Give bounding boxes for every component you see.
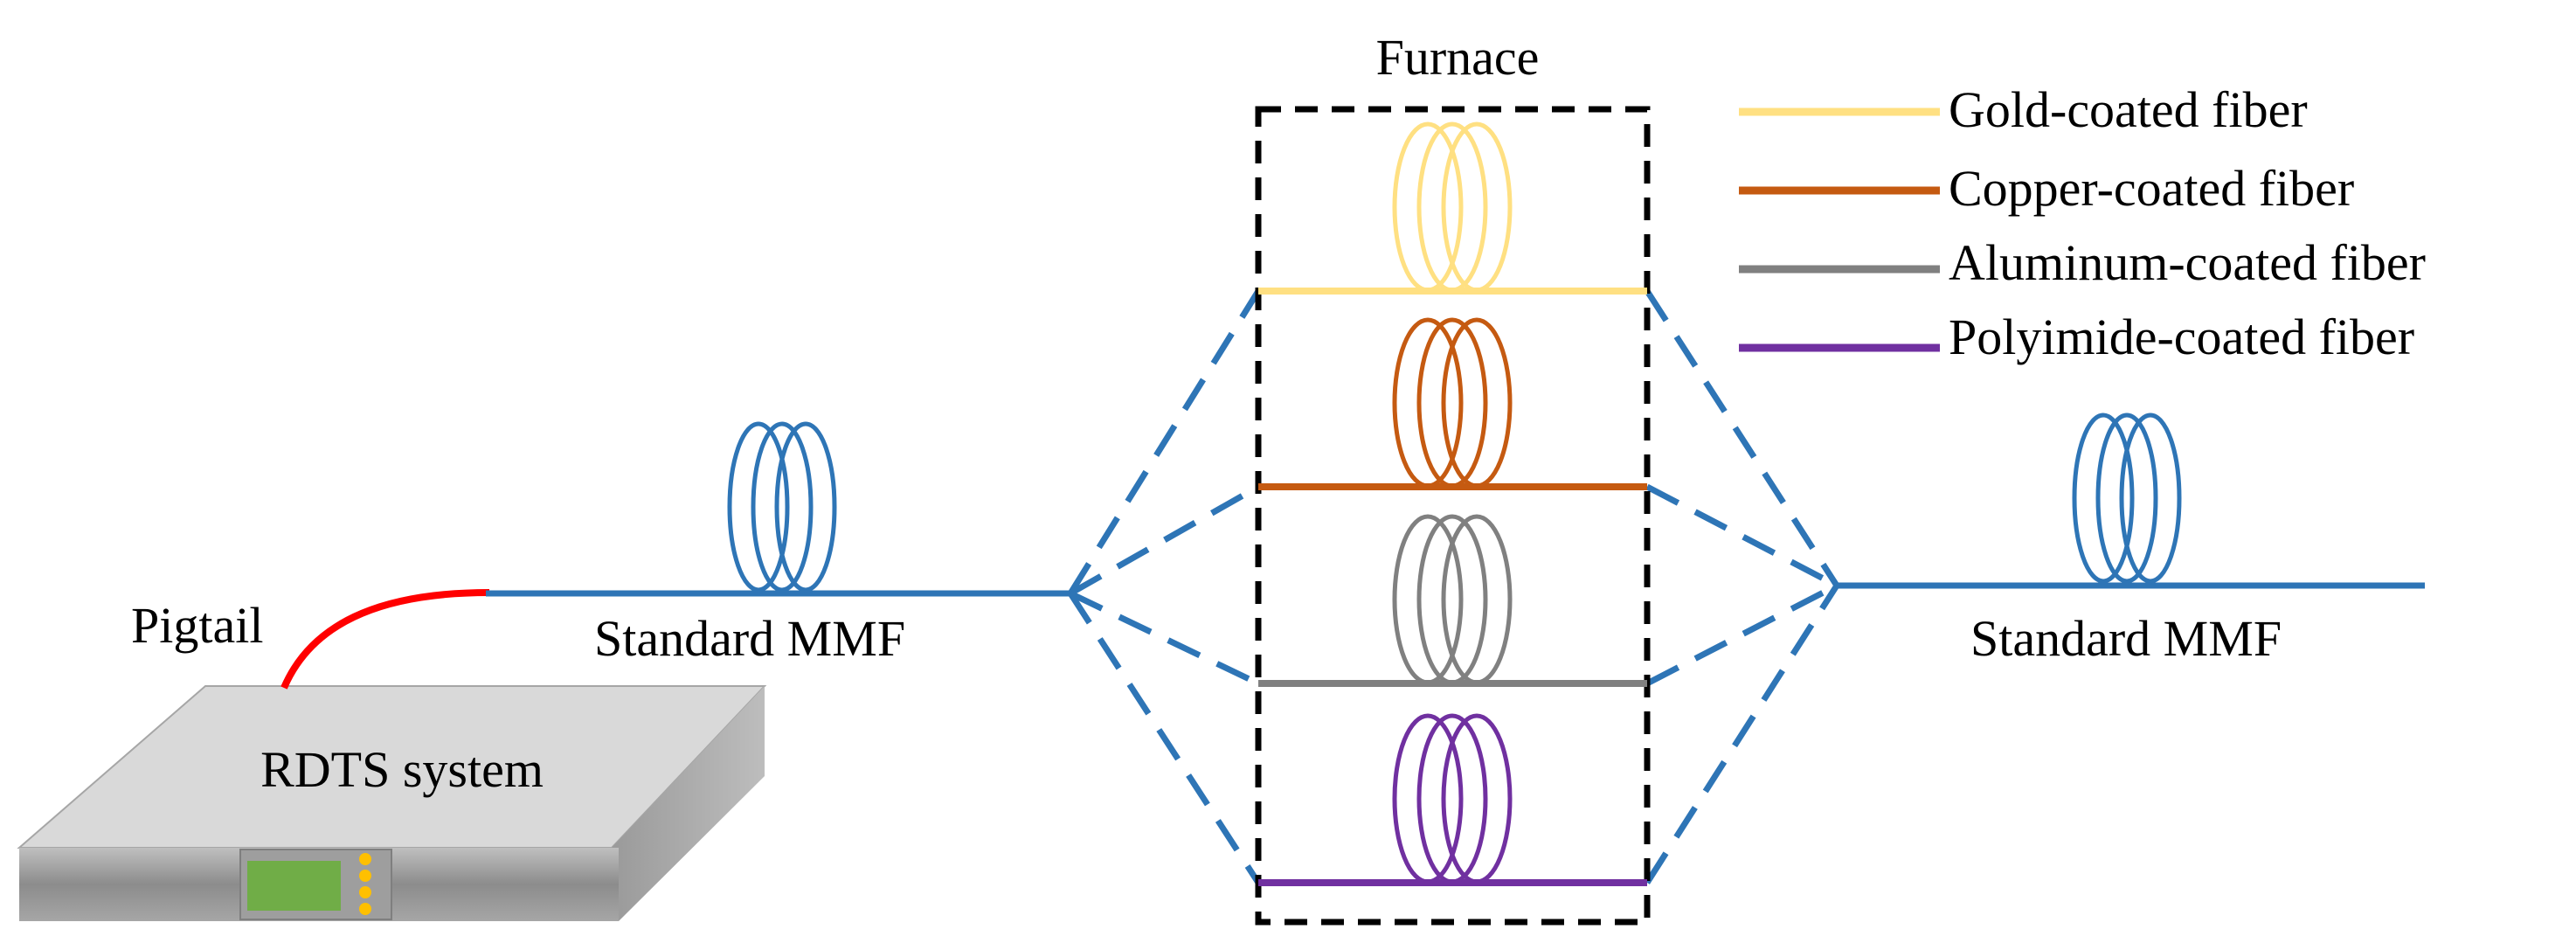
legend-label-gold: Gold-coated fiber	[1949, 81, 2308, 138]
legend-label-aluminum: Aluminum-coated fiber	[1949, 234, 2426, 291]
left-mmf-coil	[727, 421, 837, 593]
device-label: RDTS system	[260, 741, 544, 798]
aluminum-fiber	[1258, 514, 1647, 687]
left-mmf-label: Standard MMF	[594, 610, 905, 667]
rdts-device: RDTS system	[17, 685, 767, 921]
fan-out-left	[1068, 289, 1261, 884]
gold-fiber	[1258, 121, 1647, 295]
right-mmf-coil	[2072, 413, 2182, 584]
device-led	[359, 870, 371, 882]
pigtail-fiber	[280, 589, 490, 690]
device-side-face	[612, 686, 765, 921]
furnace-box	[1255, 106, 1651, 926]
fan-in-right	[1645, 289, 1839, 884]
furnace-title: Furnace	[1376, 29, 1540, 86]
legend-label-copper: Copper-coated fiber	[1949, 160, 2354, 217]
polyimide-fiber	[1258, 713, 1647, 886]
legend: Gold-coated fiber Copper-coated fiber Al…	[1739, 81, 2426, 365]
device-led	[359, 903, 371, 915]
pigtail-label: Pigtail	[131, 597, 263, 654]
device-screen	[247, 861, 341, 911]
right-mmf-label: Standard MMF	[1970, 610, 2282, 667]
device-led	[359, 853, 371, 865]
copper-fiber	[1258, 317, 1647, 490]
legend-label-polyimide: Polyimide-coated fiber	[1949, 309, 2414, 365]
device-led	[359, 886, 371, 898]
